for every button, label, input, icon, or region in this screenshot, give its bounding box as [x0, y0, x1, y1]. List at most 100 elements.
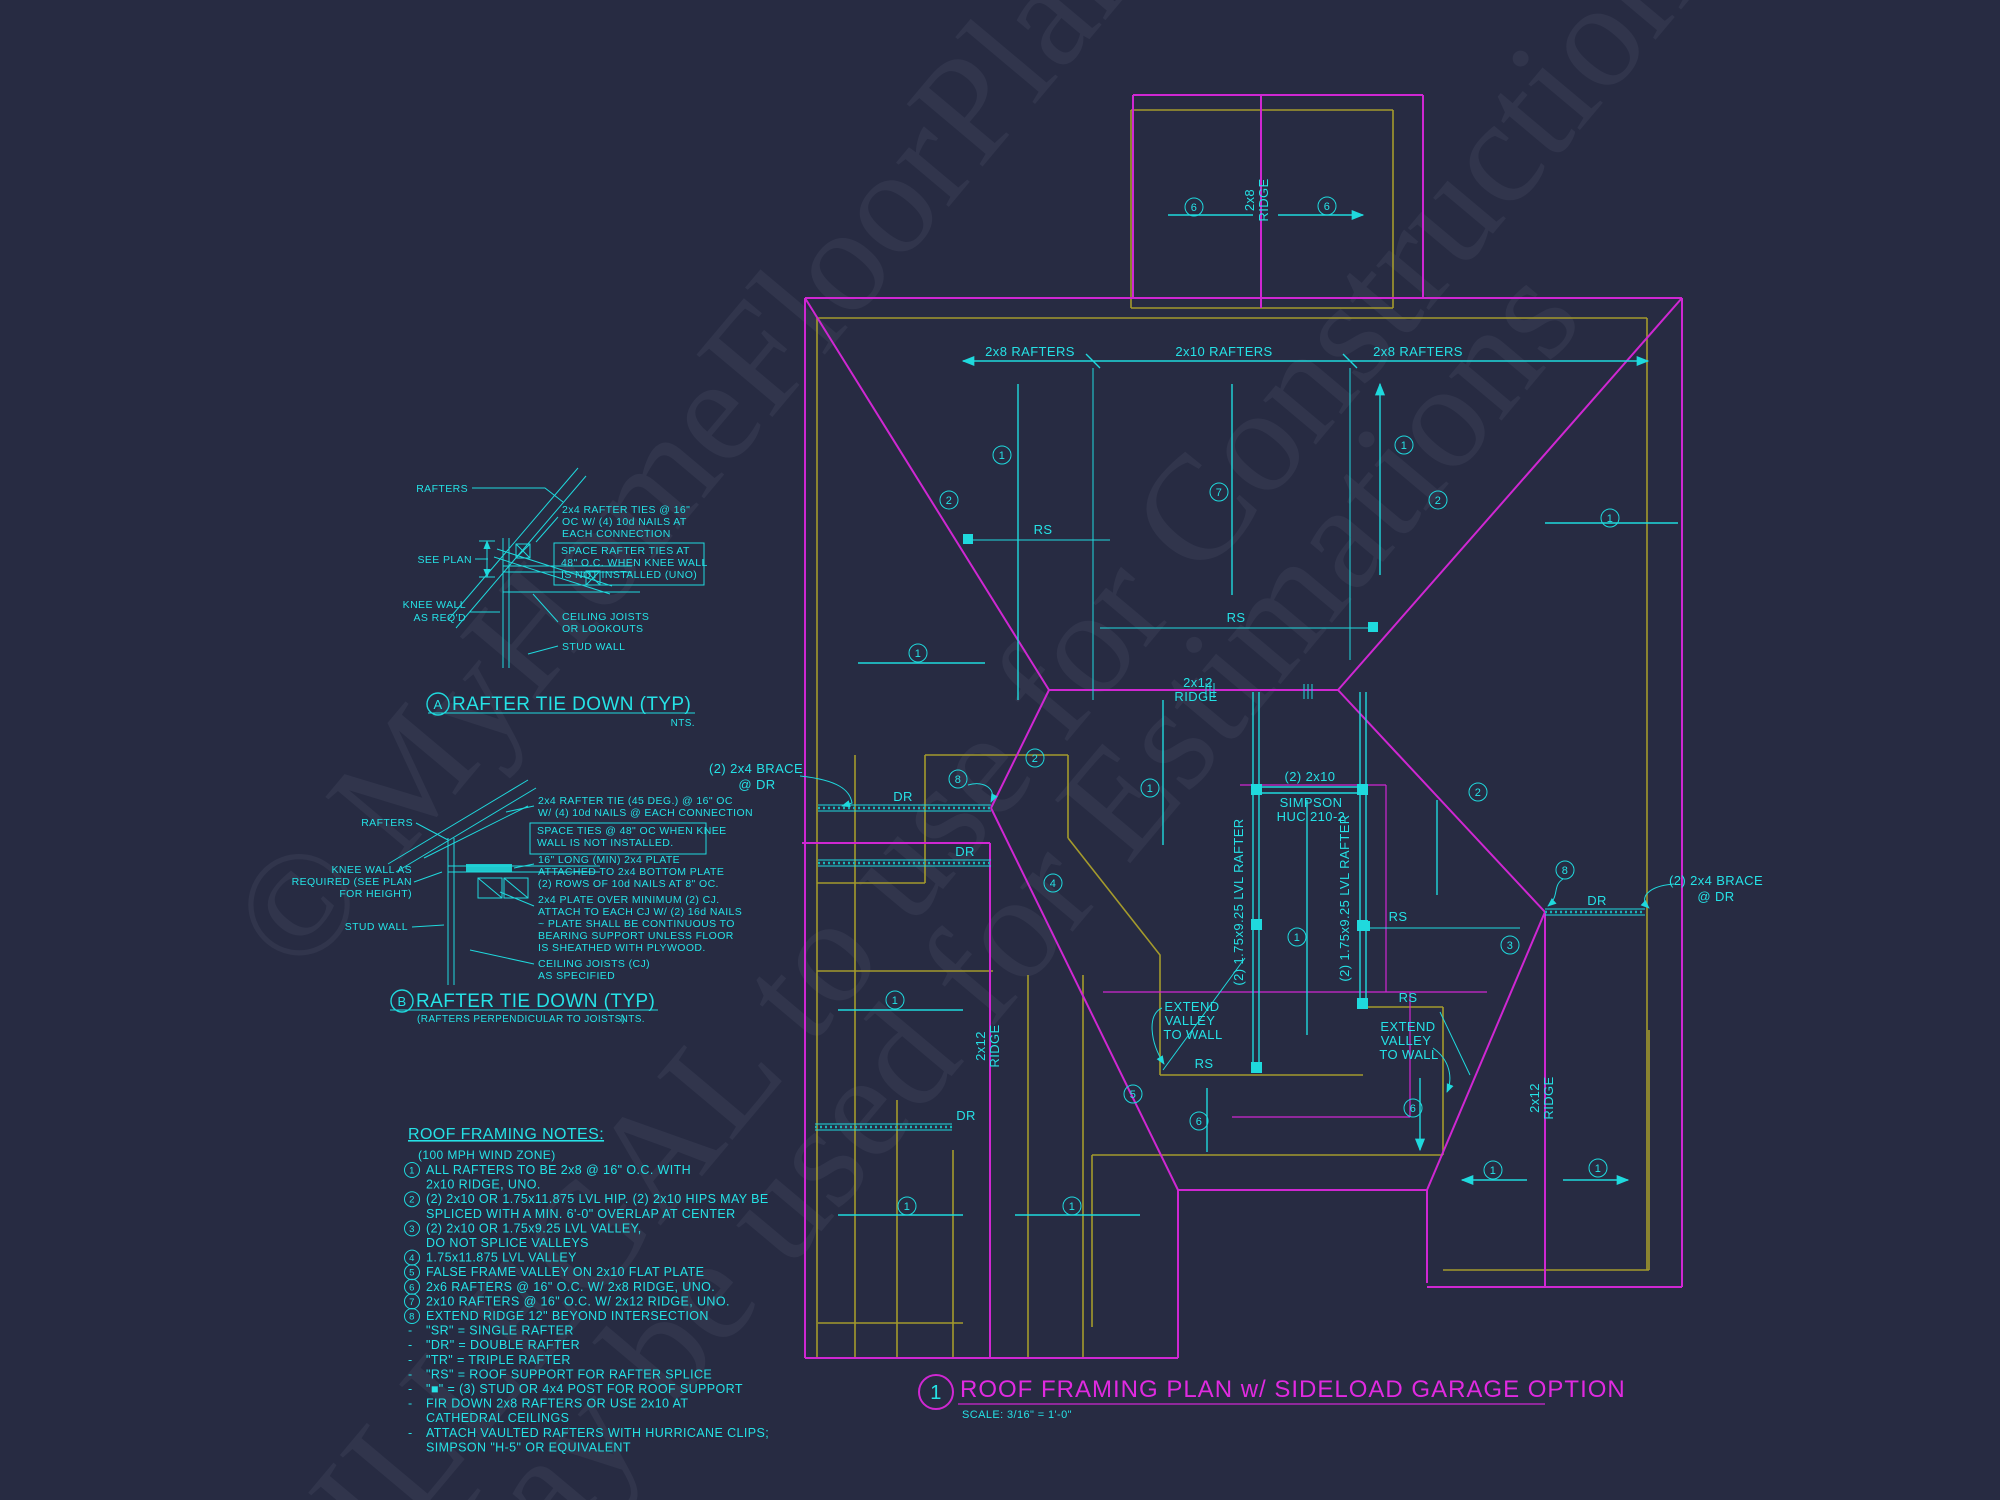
detail-b-title: RAFTER TIE DOWN (TYP)	[416, 991, 655, 1012]
detail-b-label: ATTACH TO EACH CJ W/ (2) 16d NAILS	[538, 906, 742, 918]
keynote-number: 1	[1607, 513, 1614, 525]
plan-label: SIMPSON	[1280, 795, 1343, 810]
detail-b-label: 2x4 RAFTER TIE (45 DEG.) @ 16" OC	[538, 795, 733, 807]
keynote-number: 1	[1490, 1165, 1497, 1177]
detail-a-label: SEE PLAN	[417, 554, 472, 566]
detail-b-label: SPACE TIES @ 48" OC WHEN KNEE	[537, 825, 727, 837]
note-dash: -	[408, 1426, 413, 1440]
keynote-bubble	[1403, 1098, 1423, 1118]
keynote-bubble	[1123, 1084, 1143, 1104]
plan-label: 2x8 RAFTERS	[985, 344, 1075, 359]
note-keynote-number: 1	[409, 1166, 415, 1177]
detail-b-drawing	[387, 779, 707, 1013]
note-keynote-number: 2	[409, 1195, 415, 1206]
keynote-number: 8	[955, 774, 962, 786]
note-dash: -	[408, 1397, 413, 1411]
plan-label: @ DR	[738, 777, 775, 792]
detail-b-letter: B	[397, 994, 406, 1009]
plan-label: @ DR	[1697, 889, 1734, 904]
keynote-number: 2	[1475, 787, 1482, 799]
plan-label: RS	[1399, 990, 1418, 1005]
plan-label: (2) 2x10	[1285, 769, 1336, 784]
plan-label: RS	[1195, 1056, 1214, 1071]
detail-b-subtitle: (RAFTERS PERPENDICULAR TO JOISTS)	[417, 1014, 625, 1025]
double-rafter-hatch	[815, 804, 1645, 1131]
detail-b-label: CEILING JOISTS (CJ)	[538, 958, 650, 970]
detail-b-label: 2x4 PLATE OVER MINIMUM (2) CJ.	[538, 894, 720, 906]
note-line: SPLICED WITH A MIN. 6'-0" OVERLAP AT CEN…	[426, 1207, 736, 1221]
plan-label: (2) 1.75x9.25 LVL RAFTER	[1337, 814, 1352, 981]
note-keynote-bubble	[404, 1220, 420, 1237]
keynote-bubble	[1184, 197, 1204, 217]
plan-label: 2x12	[1183, 675, 1213, 690]
keynote-bubble	[1600, 508, 1620, 528]
detail-a-nts: NTS.	[671, 718, 695, 729]
detail-a-label: AS REQ'D	[414, 612, 466, 624]
detail-b-label: ~ PLATE SHALL BE CONTINUOUS TO	[538, 918, 735, 930]
note-line: "■" = (3) STUD OR 4x4 POST FOR ROOF SUPP…	[426, 1382, 743, 1396]
note-line: 2x10 RAFTERS @ 16" O.C. W/ 2x12 RIDGE, U…	[426, 1294, 730, 1308]
detail-b-label: ATTACHED TO 2x4 BOTTOM PLATE	[538, 866, 724, 878]
detail-a-label: OC W/ (4) 10d NAILS AT	[562, 516, 687, 528]
plan-label: (2) 2x4 BRACE	[709, 761, 803, 776]
keynote-bubble	[897, 1196, 917, 1216]
detail-b-label: BEARING SUPPORT UNLESS FLOOR	[538, 930, 734, 942]
keynote-number: 1	[1147, 783, 1154, 795]
note-line: DO NOT SPLICE VALLEYS	[426, 1236, 589, 1250]
keynote-number: 1	[915, 648, 922, 660]
detail-a-label: KNEE WALL	[403, 599, 466, 611]
plan-label: TO WALL	[1379, 1047, 1438, 1062]
keynote-number: 5	[1130, 1089, 1137, 1101]
detail-b-nts: NTS.	[621, 1014, 645, 1025]
note-line: "DR" = DOUBLE RAFTER	[426, 1338, 580, 1352]
keynote-number: 2	[1435, 495, 1442, 507]
keynote-bubble	[992, 445, 1012, 465]
note-line: "TR" = TRIPLE RAFTER	[426, 1353, 571, 1367]
keynote-number: 4	[1050, 878, 1057, 890]
note-line: CATHEDRAL CEILINGS	[426, 1411, 569, 1425]
note-line: 1.75x11.875 LVL VALLEY	[426, 1251, 577, 1265]
keynote-number: 6	[1196, 1116, 1203, 1128]
keynote-bubble	[1062, 1196, 1082, 1216]
note-line: FIR DOWN 2x8 RAFTERS OR USE 2x10 AT	[426, 1397, 688, 1411]
detail-b-label: W/ (4) 10d NAILS @ EACH CONNECTION	[538, 807, 753, 819]
plan-label: HUC 210-2	[1277, 809, 1346, 824]
note-line: (2) 2x10 OR 1.75x11.875 LVL HIP. (2) 2x1…	[426, 1192, 769, 1206]
keynote-number: 1	[892, 995, 899, 1007]
keynote-number: 3	[1507, 940, 1514, 952]
detail-b-label: (2) ROWS OF 10d NAILS AT 8" OC.	[538, 878, 719, 890]
plan-label: EXTEND	[1164, 999, 1219, 1014]
keynote-bubble	[1189, 1111, 1209, 1131]
note-line: SIMPSON "H-5" OR EQUIVALENT	[426, 1440, 631, 1454]
note-dash: -	[408, 1338, 413, 1352]
note-dash: -	[408, 1382, 413, 1396]
note-keynote-number: 7	[409, 1297, 415, 1308]
plan-label: RIDGE	[987, 1024, 1002, 1067]
detail-a-letter: A	[433, 697, 442, 712]
detail-a-label: SPACE RAFTER TIES AT	[561, 545, 690, 557]
keynote-bubble	[1588, 1158, 1608, 1178]
note-dash: -	[408, 1324, 413, 1338]
keynote-number: 1	[904, 1201, 911, 1213]
plan-label: 2x12	[1527, 1083, 1542, 1113]
note-line: ATTACH VAULTED RAFTERS WITH HURRICANE CL…	[426, 1426, 769, 1440]
keynote-bubble	[1025, 748, 1045, 768]
plan-label: 2x12	[973, 1031, 988, 1061]
keynote-bubble	[1555, 860, 1575, 880]
detail-b-label: KNEE WALL AS	[332, 864, 412, 876]
keynote-bubble	[1468, 782, 1488, 802]
note-keynote-number: 6	[409, 1282, 415, 1293]
plan-label: RIDGE	[1541, 1076, 1556, 1119]
keynote-bubble	[885, 990, 905, 1010]
note-keynote-bubble	[404, 1191, 420, 1208]
plan-label: DR	[893, 789, 913, 804]
detail-a-title: RAFTER TIE DOWN (TYP)	[452, 694, 691, 715]
note-dash: -	[408, 1367, 413, 1381]
roof-lines-layer	[802, 94, 1683, 1359]
note-line: EXTEND RIDGE 12" BEYOND INTERSECTION	[426, 1309, 709, 1323]
